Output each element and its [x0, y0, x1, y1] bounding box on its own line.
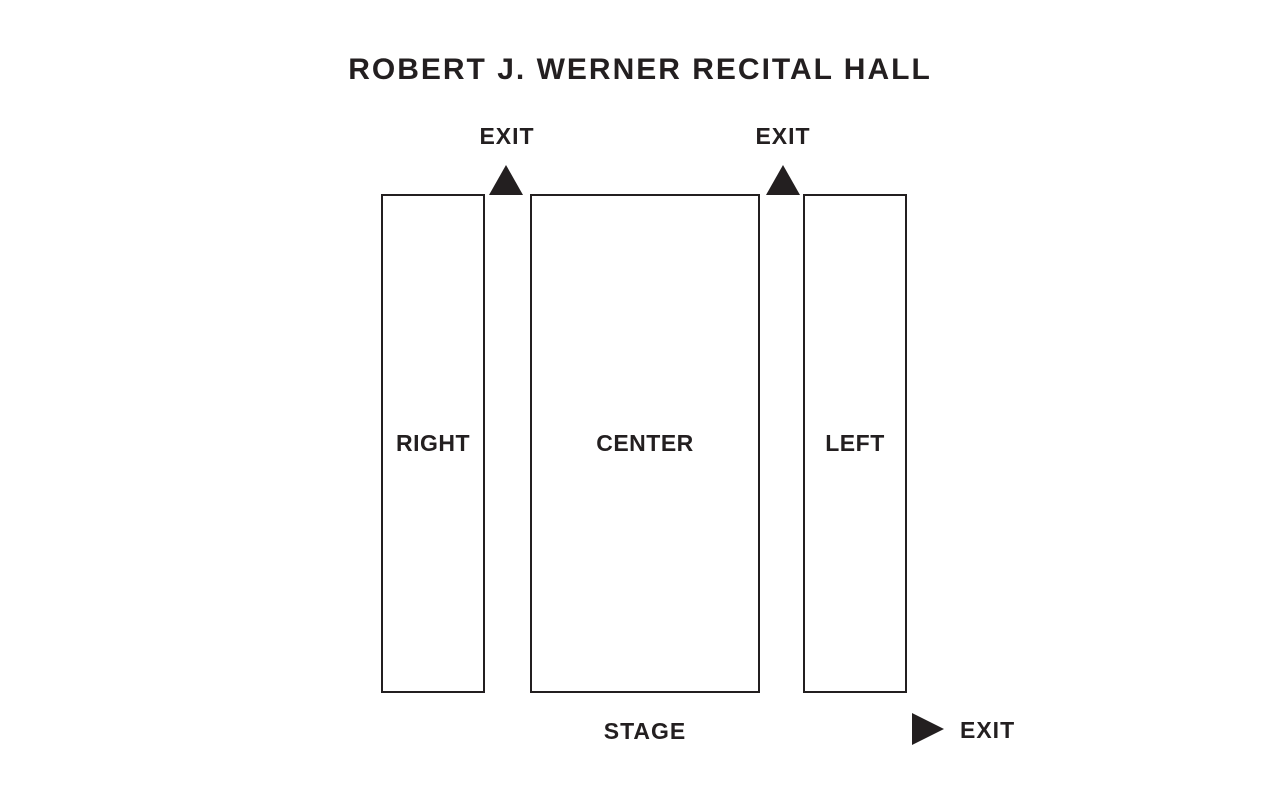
section-left[interactable]: LEFT	[803, 194, 907, 693]
exit-label-top-right: EXIT	[755, 123, 811, 149]
exit-label-bottom-right: EXIT	[960, 717, 1016, 743]
section-left-label: LEFT	[825, 430, 885, 456]
exit-arrow-up-icon	[766, 165, 800, 195]
section-right-label: RIGHT	[395, 430, 471, 456]
exit-label-top-left: EXIT	[479, 123, 535, 149]
page-title: ROBERT J. WERNER RECITAL HALL	[348, 53, 932, 86]
stage-label: STAGE	[603, 718, 687, 744]
section-center[interactable]: CENTER	[530, 194, 760, 693]
section-right[interactable]: RIGHT	[381, 194, 485, 693]
section-center-label: CENTER	[596, 430, 694, 456]
exit-arrow-up-icon	[489, 165, 523, 195]
exit-arrow-right-icon	[912, 713, 944, 745]
